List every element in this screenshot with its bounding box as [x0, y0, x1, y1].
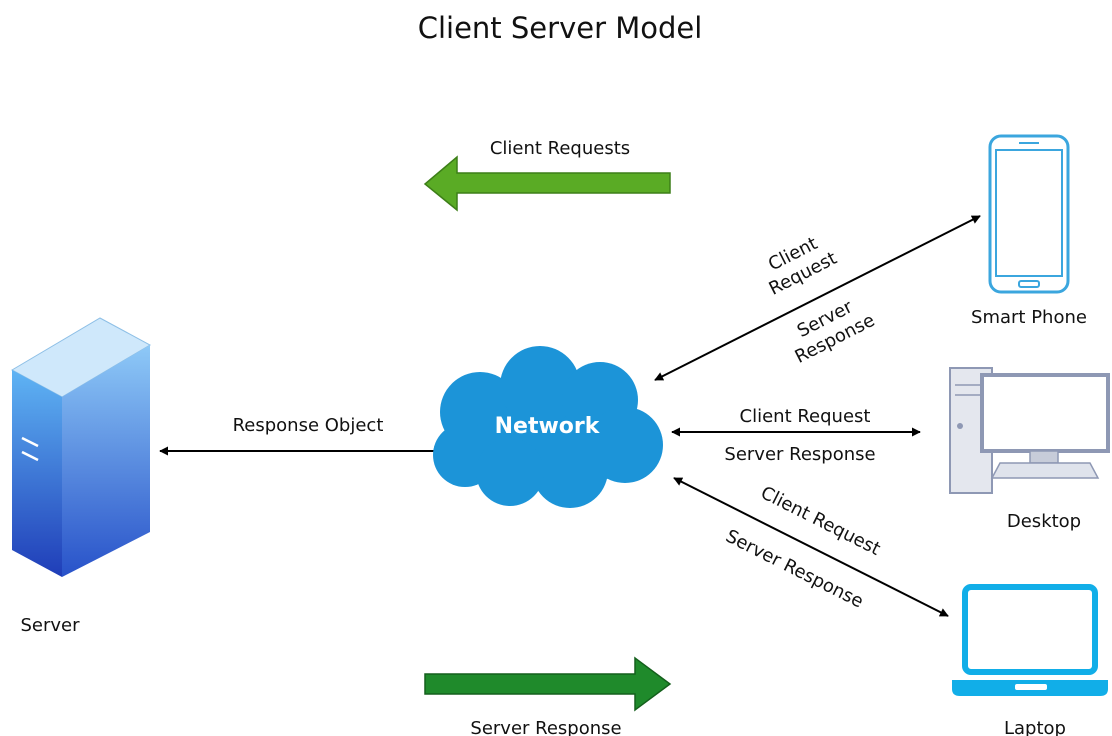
desktop-computer-icon	[949, 367, 1110, 494]
server-tower-icon	[10, 317, 152, 577]
client-requests-label: Client Requests	[490, 138, 630, 159]
smart-phone-label: Smart Phone	[971, 307, 1087, 328]
client-requests-arrow	[423, 155, 671, 212]
desktop-response-label: Server Response	[724, 444, 875, 465]
network-label: Network	[495, 414, 601, 439]
response-object-label: Response Object	[233, 415, 384, 436]
phone-link	[654, 215, 981, 381]
diagram-title: Client Server Model	[418, 11, 703, 45]
laptop-link	[673, 477, 949, 617]
server-response-arrow	[424, 656, 672, 712]
desktop-request-label: Client Request	[740, 406, 871, 427]
cloud-icon	[433, 346, 663, 508]
server-label: Server	[20, 615, 80, 636]
laptop-icon	[952, 584, 1108, 696]
desktop-label: Desktop	[1007, 511, 1081, 532]
smartphone-icon	[988, 134, 1070, 294]
server-response-label: Server Response	[470, 718, 621, 736]
laptop-label: Laptop	[1004, 718, 1066, 736]
